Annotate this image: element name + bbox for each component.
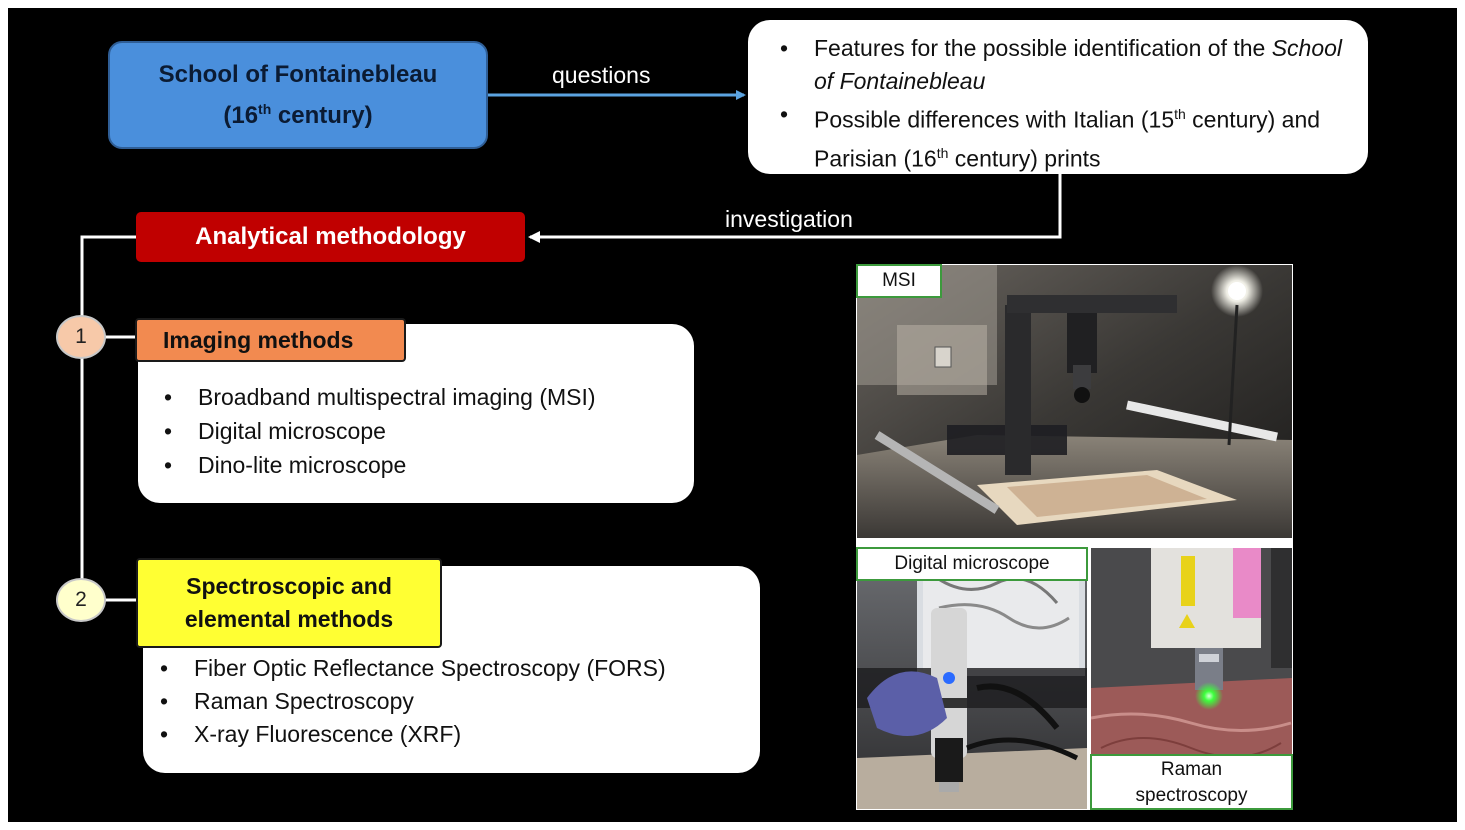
school-of-fontainebleau-box: School of Fontainebleau (16th century)	[108, 41, 488, 149]
bullet-icon: •	[780, 35, 789, 61]
bullet-icon: •	[160, 721, 169, 747]
spectroscopic-methods-list: • Fiber Optic Reflectance Spectroscopy (F…	[156, 652, 666, 751]
school-century-post: century)	[271, 101, 373, 129]
list-item: • Raman Spectroscopy	[156, 685, 666, 718]
research-questions-list: • Features for the possible identificatio…	[776, 32, 1348, 175]
instrument-photo-collage: MSI	[856, 264, 1293, 810]
question-2-text-b: century) and Parisian (16	[814, 106, 1321, 172]
msi-setup-image	[857, 265, 1292, 538]
question-2-text-c: century) prints	[948, 145, 1101, 172]
bullet-icon: •	[780, 101, 789, 127]
question-2-text-a: Possible differences with Italian (15	[814, 106, 1175, 133]
raman-label-line1: Raman	[1160, 759, 1223, 780]
bullet-icon: •	[164, 452, 173, 478]
imaging-methods-header: Imaging methods	[135, 318, 406, 362]
spectro-item-fors: Fiber Optic Reflectance Spectroscopy (FO…	[194, 655, 666, 681]
digital-microscope-photo	[857, 548, 1087, 809]
question-item-2: •Possible differences with Italian (15th…	[776, 98, 1348, 175]
imaging-item-msi: Broadband multispectral imaging (MSI)	[198, 384, 596, 410]
digital-microscope-photo-label: Digital microscope	[856, 547, 1088, 581]
school-title-line1: School of Fontainebleau	[158, 60, 438, 88]
bullet-icon: •	[160, 688, 169, 714]
list-item: • Fiber Optic Reflectance Spectroscopy (F…	[156, 652, 666, 685]
investigation-label: investigation	[725, 206, 853, 232]
question-2-sup-a: th	[1174, 106, 1186, 122]
digital-microscope-image	[857, 548, 1087, 809]
raman-label-line2: spectroscopy	[1135, 785, 1248, 806]
school-title-line2: (16th century)	[110, 92, 486, 133]
school-century-sup: th	[258, 100, 272, 117]
bullet-icon: •	[164, 384, 173, 410]
question-1-italic: School of Fontainebleau	[814, 35, 1343, 94]
bullet-icon: •	[160, 655, 169, 681]
list-item: • X-ray Fluorescence (XRF)	[156, 718, 666, 751]
methodology-branch-line	[80, 235, 136, 602]
question-1-text: Features for the possible identification…	[814, 35, 1272, 61]
school-century-pre: (16	[223, 101, 259, 129]
msi-photo	[857, 265, 1292, 538]
questions-label: questions	[552, 62, 651, 88]
spectro-item-xrf: X-ray Fluorescence (XRF)	[194, 721, 462, 747]
raman-photo-label: Raman spectroscopy	[1090, 754, 1293, 810]
imaging-item-digital-microscope: Digital microscope	[198, 418, 386, 444]
research-questions-box: • Features for the possible identificatio…	[748, 20, 1368, 174]
analytical-methodology-box: Analytical methodology	[136, 212, 525, 262]
spectro-title-line1: Spectroscopic and	[186, 573, 392, 599]
slide-canvas: School of Fontainebleau (16th century) q…	[8, 8, 1457, 822]
question-item-1: • Features for the possible identificatio…	[776, 32, 1348, 98]
investigation-arrow	[528, 174, 1062, 243]
list-item: • Broadband multispectral imaging (MSI)	[160, 380, 596, 414]
bullet-icon: •	[164, 418, 173, 444]
imaging-methods-list: • Broadband multispectral imaging (MSI) •…	[160, 380, 596, 482]
step-1-circle: 1	[56, 315, 106, 359]
msi-photo-label: MSI	[856, 264, 942, 298]
imaging-item-dino-lite: Dino-lite microscope	[198, 452, 407, 478]
list-item: • Digital microscope	[160, 414, 596, 448]
spectro-title-line2: elemental methods	[184, 606, 394, 632]
step-2-circle: 2	[56, 578, 106, 622]
spectroscopic-methods-header: Spectroscopic and elemental methods	[136, 558, 442, 648]
question-2-sup-b: th	[936, 144, 949, 161]
spectro-item-raman: Raman Spectroscopy	[194, 688, 414, 714]
connector-lines	[80, 90, 1062, 602]
list-item: • Dino-lite microscope	[160, 448, 596, 482]
